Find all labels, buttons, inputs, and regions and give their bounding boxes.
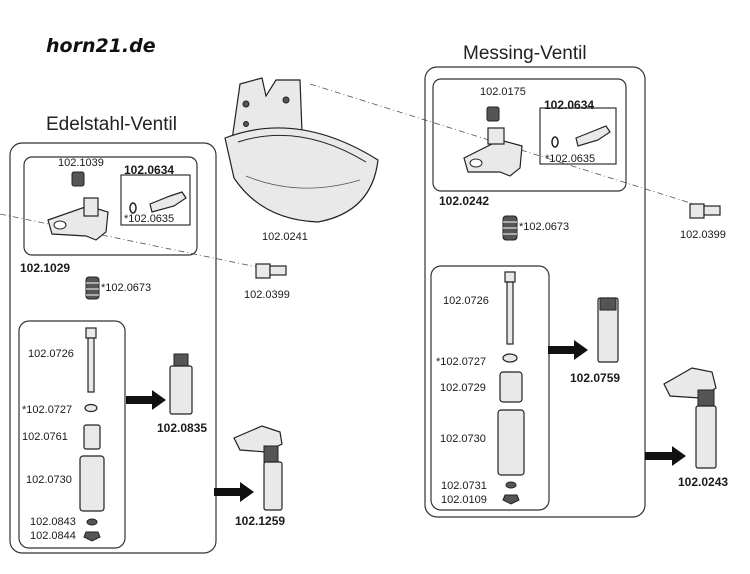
- left-screw-label: 102.0399: [244, 289, 290, 301]
- right-part-label-6: 102.0109: [441, 494, 487, 506]
- left-parts-stack: [79, 327, 105, 542]
- left-kit-label: 102.0634: [124, 163, 174, 177]
- left-part-label-4: 102.0730: [26, 474, 72, 486]
- frame-left-kit: [120, 174, 191, 226]
- right-part-label-1: 102.0726: [443, 295, 489, 307]
- left-spring-top-label: 102.1039: [58, 157, 104, 169]
- title-left: Edelstahl-Ventil: [46, 114, 177, 135]
- frame-left: [9, 142, 217, 554]
- brand-logo: horn21.de: [46, 35, 156, 57]
- right-kit-parts: [551, 125, 611, 148]
- left-arrow-1: [126, 390, 166, 410]
- left-part-label-6: 102.0844: [30, 530, 76, 542]
- right-spring-top-label: 102.0175: [480, 86, 526, 98]
- right-assembly-label: 102.0242: [439, 194, 489, 208]
- left-oring-label: *102.0635: [124, 213, 174, 225]
- right-arrow-2: [645, 446, 686, 466]
- left-result-a-label: 102.0835: [157, 421, 207, 435]
- right-part-label-4: 102.0730: [440, 433, 486, 445]
- left-part-label-1: 102.0726: [28, 348, 74, 360]
- right-part-label-2: *102.0727: [436, 356, 486, 368]
- right-result-b-label: 102.0243: [678, 475, 728, 489]
- frame-right-valve-body: [432, 78, 627, 192]
- left-spring: [85, 276, 100, 300]
- right-valve-body: [463, 106, 523, 177]
- bowl-label: 102.0241: [262, 231, 308, 243]
- frame-left-parts: [18, 320, 126, 549]
- left-part-label-3: 102.0761: [22, 431, 68, 443]
- left-part-label-2: *102.0727: [22, 404, 72, 416]
- title-right: Messing-Ventil: [463, 43, 587, 64]
- left-arrow-2: [214, 482, 254, 502]
- right-arrow-1: [548, 340, 588, 360]
- left-spring-label: *102.0673: [101, 282, 151, 294]
- drinking-bowl: [224, 77, 379, 223]
- left-result-b: [233, 425, 283, 511]
- left-kit-parts: [129, 191, 187, 214]
- right-spring: [502, 215, 518, 241]
- left-result-a: [169, 353, 193, 415]
- left-valve-body: [47, 171, 109, 241]
- right-screw-label: 102.0399: [680, 229, 726, 241]
- right-oring-label: *102.0635: [545, 153, 595, 165]
- right-parts-stack: [497, 271, 525, 505]
- left-result-b-label: 102.1259: [235, 514, 285, 528]
- frame-right-kit: [539, 107, 617, 165]
- right-part-label-5: 102.0731: [441, 480, 487, 492]
- left-part-label-5: 102.0843: [30, 516, 76, 528]
- right-result-b: [663, 367, 717, 469]
- right-kit-label: 102.0634: [544, 98, 594, 112]
- right-part-label-3: 102.0729: [440, 382, 486, 394]
- right-result-a: [597, 297, 619, 363]
- alignment-line-left: [0, 213, 263, 269]
- frame-right-parts: [430, 265, 550, 511]
- right-result-a-label: 102.0759: [570, 371, 620, 385]
- frame-right: [424, 66, 646, 518]
- left-screw: [255, 263, 287, 279]
- right-spring-label: *102.0673: [519, 221, 569, 233]
- right-screw: [689, 203, 721, 219]
- frame-left-valve-body: [23, 156, 198, 256]
- left-assembly-label: 102.1029: [20, 261, 70, 275]
